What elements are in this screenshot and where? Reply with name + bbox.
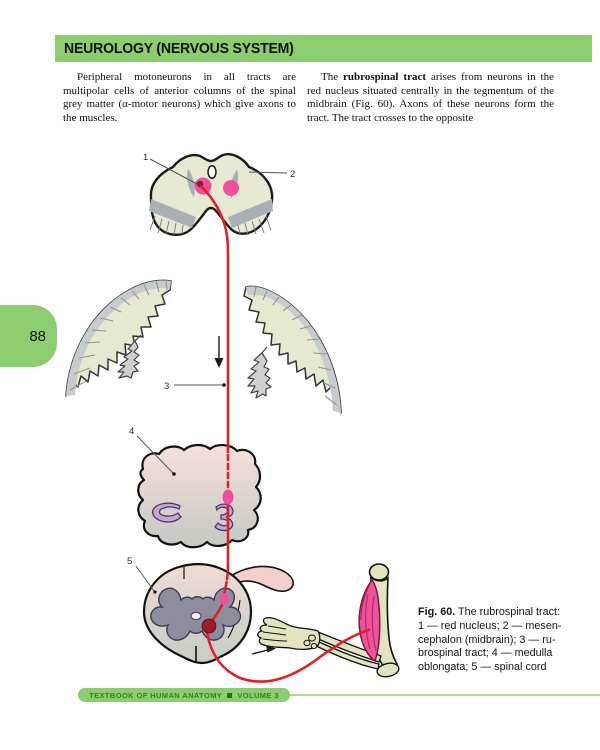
peduncle-hatching — [149, 215, 272, 236]
tract-relay-node-medulla — [222, 489, 234, 505]
cerebellum-right-tonsil — [247, 346, 272, 399]
leader-dot-4 — [172, 472, 176, 476]
text-column-right: The rubrospinal tract arises from neuron… — [307, 71, 554, 125]
midbrain-section — [149, 153, 274, 236]
figure-60-illustration: 1 2 3 4 5 — [65, 152, 400, 683]
descending-arrow-icon — [214, 336, 224, 368]
footer-volume: VOLUME 3 — [237, 690, 279, 700]
figure-label-3: 3 — [164, 381, 169, 392]
caption-line: cephalon (midbrain); 3 — ru- — [418, 633, 556, 646]
footer-rule — [290, 694, 600, 696]
caption-line: brospinal tract; 4 — medulla — [418, 647, 553, 660]
footer-separator-square-icon — [227, 692, 233, 698]
caption-line: oblongata; 5 — spinal cord — [418, 661, 547, 674]
bold-term: rubrospinal tract — [343, 71, 427, 83]
paragraph-rubrospinal: The rubrospinal tract arises from neuron… — [307, 71, 554, 125]
chapter-title: NEUROLOGY (NERVOUS SYSTEM) — [64, 40, 294, 57]
cerebellum-folia-lines — [253, 286, 338, 406]
footer-book-title: TEXTBOOK OF HUMAN ANATOMY — [89, 690, 223, 700]
paragraph-text: The — [321, 71, 344, 83]
tegmental-band-left — [149, 199, 196, 228]
spinal-cord-section — [142, 563, 253, 665]
leader-dot-3 — [222, 383, 226, 387]
biceps-muscle — [358, 578, 381, 663]
impulse-arrow-icon — [251, 645, 276, 655]
figure-label-4: 4 — [129, 426, 134, 437]
spinal-nerve-root — [223, 565, 294, 593]
tract-relay-node-cord — [219, 593, 229, 605]
hand-bones — [257, 617, 321, 651]
tegmental-band-right — [228, 199, 273, 228]
leader-lines — [135, 158, 288, 592]
figure-label-1: 1 — [143, 152, 148, 163]
substantia-nigra-left — [186, 169, 195, 197]
caption-figure-label: Fig. 60. — [418, 606, 456, 618]
arm-skeleton — [257, 563, 400, 678]
text-column-left: Peripheral motoneurons in all tracts are… — [63, 71, 296, 125]
humerus-head — [368, 563, 390, 581]
figure-label-5: 5 — [127, 556, 132, 567]
cerebellum-left — [65, 279, 172, 397]
figure-caption: Fig. 60. The rubrospinal tract: 1 — red … — [418, 606, 588, 675]
footer-banner: TEXTBOOK OF HUMAN ANATOMY VOLUME 3 — [78, 688, 290, 702]
central-canal — [190, 611, 202, 621]
cerebral-aqueduct — [207, 164, 217, 180]
cerebellum-right — [243, 285, 342, 414]
page-number-tab: 88 — [0, 305, 57, 367]
olivary-nucleus-left — [152, 502, 182, 523]
paragraph-text: arises from neurons in the red nucleus s… — [307, 71, 554, 124]
red-nucleus-right — [223, 180, 239, 196]
leader-dot-5 — [153, 590, 157, 594]
caption-line: Fig. 60. The rubrospinal tract: — [418, 606, 588, 620]
page-number: 88 — [29, 327, 46, 345]
figure-label-2: 2 — [290, 169, 295, 180]
chapter-header-bar: NEUROLOGY (NERVOUS SYSTEM) — [55, 35, 592, 62]
medulla-oblongata — [137, 443, 262, 549]
motoneuron — [201, 618, 217, 634]
caption-line: 1 — red nucleus; 2 — mesen- — [418, 619, 562, 632]
elbow-joint — [376, 662, 400, 678]
caption-text: The rubrospinal tract: — [458, 606, 561, 618]
rubrospinal-tract-path — [199, 184, 371, 683]
paragraph-motoneurons: Peripheral motoneurons in all tracts are… — [63, 71, 296, 124]
cerebellum-folia-lines — [69, 279, 168, 391]
red-nucleus-left — [194, 177, 212, 195]
cerebellum-left-tonsil — [117, 334, 142, 379]
